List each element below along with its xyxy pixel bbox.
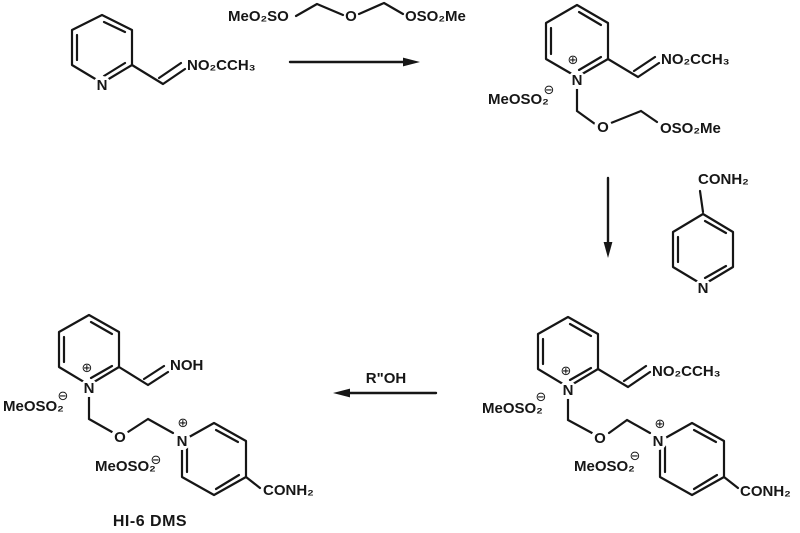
- n-methylene-ether-chain: [575, 86, 659, 126]
- ring-nitrogen-label: N: [84, 380, 95, 397]
- label-mask: [594, 118, 612, 136]
- oxime-label: NOH: [170, 357, 203, 374]
- mesyl-right-label: OSO₂Me: [405, 8, 466, 25]
- ring-nitrogen-label: N: [97, 77, 108, 94]
- arrow-head-left-icon: [333, 388, 350, 398]
- oxime-acetate-label: NO₂CCH₃: [652, 363, 721, 380]
- amide-bond: [244, 475, 262, 490]
- molecule-alkoxymethyl-pyridinium: N ⊕ NO₂CCH₃ MeOSO₂ ⊖ O OSO₂Me: [488, 3, 730, 137]
- ether-oxygen-label: O: [597, 119, 609, 136]
- label-mask: [173, 432, 191, 450]
- ether-chain-bonds: [294, 1, 405, 18]
- mesylate-counterion-label: MeOSO₂: [482, 400, 543, 417]
- product-name-caption: HI-6 DMS: [113, 513, 187, 530]
- methylene-ether-bridge: [566, 396, 652, 435]
- amide-label: CONH₂: [263, 482, 314, 499]
- amide-bond: [698, 189, 705, 214]
- aldoxime-double-bond: [606, 55, 661, 79]
- label-mask: [559, 381, 577, 399]
- molecule-bis-pyridinium-acetate: N ⊕ NO₂CCH₃ MeOSO₂ ⊖ O N ⊕ MeOSO₂ ⊖ CONH…: [482, 315, 791, 500]
- minus-charge-icon: ⊖: [151, 452, 162, 467]
- plus-charge-icon: ⊕: [178, 415, 189, 430]
- mesyl-right-label: OSO₂Me: [660, 120, 721, 137]
- molecule-hi6-dms-product: N ⊕ NOH MeOSO₂ ⊖ O N ⊕ MeOSO₂ ⊖ CONH₂ HI…: [3, 313, 314, 530]
- amide-label: CONH₂: [740, 483, 791, 500]
- minus-charge-icon: ⊖: [630, 448, 641, 463]
- minus-charge-icon: ⊖: [58, 388, 69, 403]
- label-mask: [93, 76, 111, 94]
- oxime-double-bond: [117, 364, 170, 387]
- arrow-head-right-icon: [403, 57, 420, 67]
- oxime-acetate-label: NO₂CCH₃: [661, 51, 730, 68]
- ether-oxygen-label: O: [114, 429, 126, 446]
- plus-charge-icon: ⊕: [568, 52, 579, 67]
- minus-charge-icon: ⊖: [544, 82, 555, 97]
- ring-nitrogen-label: N: [177, 433, 188, 450]
- pyridinium-ring2-bonds: [180, 421, 248, 497]
- mesylate-counterion-label: MeOSO₂: [488, 91, 549, 108]
- aldoxime-double-bond: [596, 364, 652, 389]
- plus-charge-icon: ⊕: [655, 416, 666, 431]
- ring-nitrogen-label: N: [653, 433, 664, 450]
- aldoxime-double-bond: [130, 61, 187, 86]
- reagent-isonicotinamide: CONH₂ N: [671, 171, 749, 297]
- reaction-arrow-step2: [603, 176, 613, 258]
- ring-nitrogen-label: N: [572, 72, 583, 89]
- plus-charge-icon: ⊕: [82, 360, 93, 375]
- ring-nitrogen-label: N: [563, 382, 574, 399]
- methylene-ether-bridge: [87, 395, 175, 435]
- pyridine-ring-bonds: [70, 13, 134, 85]
- pyridine-ring-bonds: [671, 212, 735, 287]
- mesyl-left-label: MeO₂SO: [228, 8, 289, 25]
- ring-nitrogen-label: N: [698, 280, 709, 297]
- mesylate-counterion-label: MeOSO₂: [3, 398, 64, 415]
- plus-charge-icon: ⊕: [561, 363, 572, 378]
- ether-oxygen-label: O: [594, 430, 606, 447]
- label-mask: [649, 432, 667, 450]
- pyridinium-ring2-bonds: [658, 421, 726, 497]
- arrow-head-down-icon: [603, 242, 613, 258]
- mesylate-counterion-label: MeOSO₂: [574, 458, 635, 475]
- amide-bond: [722, 475, 740, 490]
- reaction-arrow-step3: R"OH: [333, 370, 438, 398]
- mesylate-counterion-label: MeOSO₂: [95, 458, 156, 475]
- ether-oxygen-label: O: [345, 8, 357, 25]
- label-mask: [80, 379, 98, 397]
- amide-label: CONH₂: [698, 171, 749, 188]
- oxime-acetate-label: NO₂CCH₃: [187, 57, 256, 74]
- reaction-arrow-step1: [288, 57, 420, 67]
- label-mask: [568, 71, 586, 89]
- molecule-pyridine-aldoxime-acetate: N NO₂CCH₃: [70, 13, 256, 94]
- minus-charge-icon: ⊖: [536, 389, 547, 404]
- alcohol-reagent-label: R"OH: [366, 370, 406, 387]
- label-mask: [591, 429, 609, 447]
- label-mask: [694, 279, 712, 297]
- reagent-bis-mesyloxymethyl-ether: MeO₂SO O OSO₂Me: [228, 1, 466, 25]
- label-mask: [111, 428, 129, 446]
